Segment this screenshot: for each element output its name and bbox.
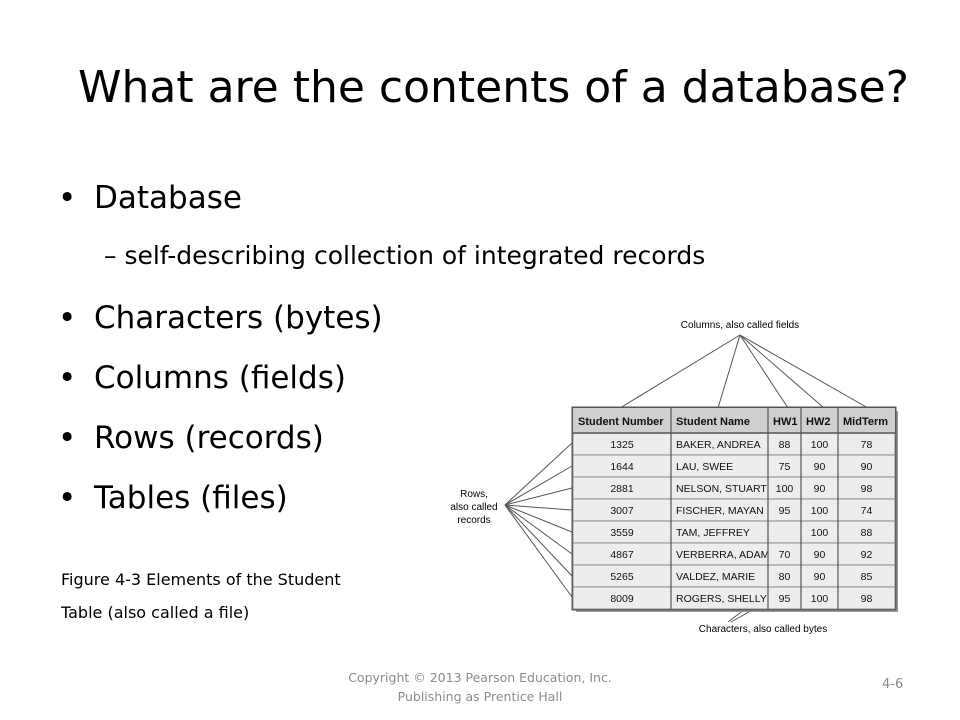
table-cell: 90 — [814, 461, 826, 473]
table-cell: 3559 — [610, 527, 634, 539]
table-cell: 100 — [811, 593, 829, 605]
bullet-text: Database — [94, 180, 242, 216]
table-header-cell: Student Name — [676, 416, 750, 428]
copyright-footer: Copyright © 2013 Pearson Education, Inc.… — [330, 668, 630, 706]
table-cell: 5265 — [610, 571, 634, 583]
table-cell: LAU, SWEE — [676, 461, 733, 473]
table-cell: 100 — [811, 439, 829, 451]
table-cell: VERBERRA, ADAM — [676, 549, 769, 561]
table-cell: 2881 — [610, 483, 634, 495]
table-cell: FISCHER, MAYAN — [676, 505, 764, 517]
rows-label-line: records — [457, 515, 490, 526]
table-cell: 90 — [814, 483, 826, 495]
bullet-icon: • — [58, 360, 77, 396]
table-header-bg — [573, 408, 895, 433]
figure-caption-line: Table (also called a file) — [61, 603, 250, 622]
bullet-icon: • — [58, 480, 77, 516]
table-cell: 98 — [861, 483, 873, 495]
table-cell: 90 — [814, 571, 826, 583]
table-cell: BAKER, ANDREA — [676, 439, 761, 451]
table-row — [572, 586, 896, 610]
bullet-text: Rows (records) — [94, 420, 324, 456]
characters-label: Characters, also called bytes — [699, 624, 827, 635]
table-cell: 8009 — [610, 593, 634, 605]
table-header-cell: Student Number — [578, 416, 664, 428]
bullet-icon: • — [58, 300, 77, 336]
table-cell: 88 — [779, 439, 791, 451]
table-cell: 1325 — [610, 439, 634, 451]
table-cell: 90 — [861, 461, 873, 473]
table-cell: 98 — [861, 593, 873, 605]
copyright-line: Publishing as Prentice Hall — [397, 689, 563, 704]
table-cell: 85 — [861, 571, 873, 583]
figure-caption-line: Figure 4-3 Elements of the Student — [61, 570, 341, 589]
table-cell: 88 — [861, 527, 873, 539]
table-header-cell: HW1 — [773, 416, 797, 428]
table-cell: 95 — [779, 593, 791, 605]
sub-bullet: – self-describing collection of integrat… — [104, 241, 706, 270]
slide-title: What are the contents of a database? — [78, 62, 909, 113]
table-cell: 70 — [779, 549, 791, 561]
table-cell: 100 — [811, 505, 829, 517]
bullet-text: Characters (bytes) — [94, 300, 383, 336]
bullet-icon: • — [58, 420, 77, 456]
student-table: Student Number Student Name HW1 HW2 MidTerm 1… — [571, 406, 898, 612]
table-cell: 95 — [779, 505, 791, 517]
table-cell: 100 — [776, 483, 794, 495]
table-cell: 3007 — [610, 505, 634, 517]
table-cell: VALDEZ, MARIE — [676, 571, 755, 583]
table-cell: 92 — [861, 549, 873, 561]
table-cell: 100 — [811, 527, 829, 539]
rows-label-line: also called — [450, 502, 497, 513]
column-callout-lines — [619, 334, 869, 409]
table-cell: TAM, JEFFREY — [676, 527, 750, 539]
copyright-line: Copyright © 2013 Pearson Education, Inc. — [348, 670, 612, 685]
table-cell: 75 — [779, 461, 791, 473]
table-cell: 90 — [814, 549, 826, 561]
bullet-text: Columns (fields) — [94, 360, 346, 396]
table-cell: 78 — [861, 439, 873, 451]
table-cell: ROGERS, SHELLY — [676, 593, 767, 605]
bullet-text: Tables (files) — [94, 480, 288, 516]
table-header-cell: HW2 — [806, 416, 830, 428]
table-cell: 80 — [779, 571, 791, 583]
table-cell: 1644 — [610, 461, 634, 473]
bullet-icon: • — [58, 180, 77, 216]
table-cell: 74 — [861, 505, 873, 517]
table-cell: 4867 — [610, 549, 634, 561]
row-callout-lines — [504, 442, 573, 598]
columns-label: Columns, also called fields — [681, 320, 799, 331]
table-cell: NELSON, STUART — [676, 483, 767, 495]
page-number: 4-6 — [882, 677, 904, 692]
rows-label-line: Rows, — [460, 489, 488, 500]
table-header-cell: MidTerm — [843, 416, 888, 428]
